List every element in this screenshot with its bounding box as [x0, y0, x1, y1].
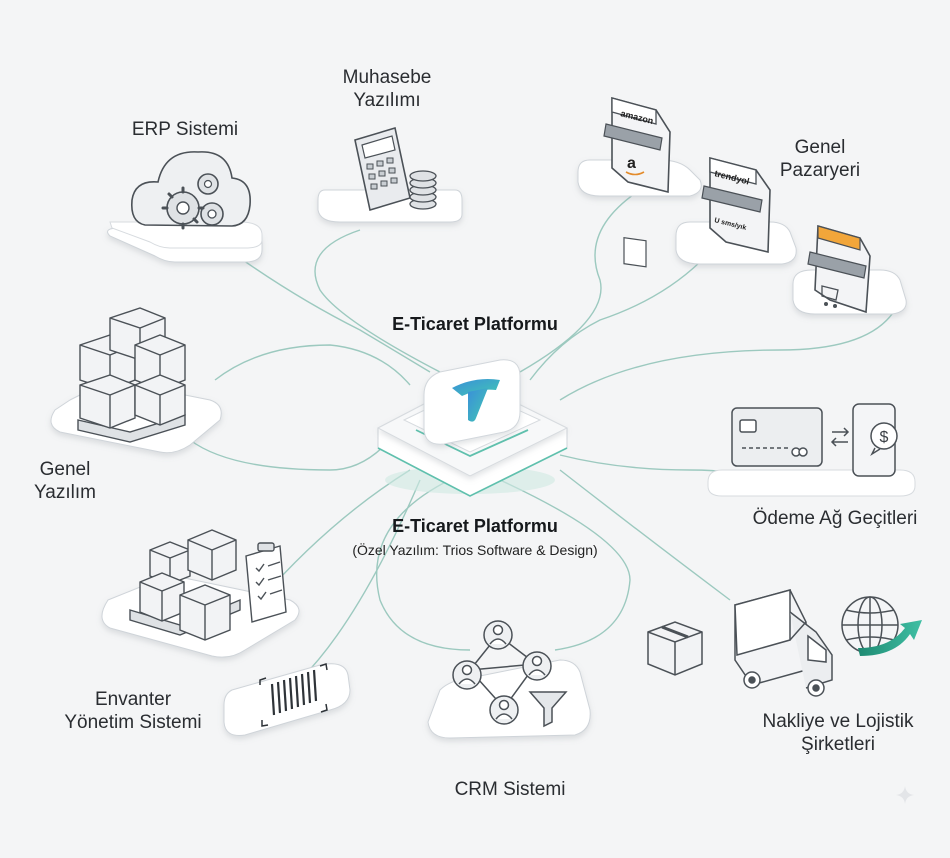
sparkle-icon — [896, 786, 914, 804]
barcode-icon — [259, 663, 328, 727]
accounting-node[interactable] — [317, 126, 463, 223]
currency-symbol: $ — [880, 429, 889, 446]
payment-node[interactable]: $ — [707, 403, 916, 497]
wire-crm — [376, 474, 471, 651]
connection-lines — [189, 189, 901, 681]
erp-node[interactable] — [107, 151, 263, 263]
wire-general-software-2 — [214, 344, 411, 386]
inventory-label: Envanter Yönetim Sistemi — [64, 689, 202, 733]
wire-marketplace-2 — [529, 261, 701, 381]
accounting-label: Muhasebe Yazılımı — [342, 67, 432, 111]
logistics-label: Nakliye ve Lojistik Şirketleri — [762, 711, 914, 755]
people-network-icon — [452, 620, 568, 728]
erp-label: ERP Sistemi — [131, 119, 239, 140]
hub-platform[interactable] — [376, 359, 569, 497]
truck-globe-icon — [647, 589, 899, 697]
cloud-gears-icon — [130, 151, 251, 230]
storefront-icon — [807, 224, 871, 314]
calculator-coins-icon — [354, 126, 437, 212]
hub-subtitle: (Özel Yazılım: Trios Software & Design) — [352, 542, 598, 558]
trios-logo-icon — [452, 379, 500, 422]
wire-general-software — [189, 439, 386, 471]
wire-erp — [239, 257, 431, 373]
logistics-node[interactable] — [647, 589, 922, 697]
crm-node[interactable] — [427, 620, 591, 739]
storefront-icon — [701, 156, 771, 254]
wire-crm-2 — [499, 479, 631, 651]
general-software-node[interactable] — [50, 307, 222, 454]
marketplace-node[interactable]: amazon a trendyol U sms/yık — [577, 96, 907, 315]
wire-inventory-scan — [299, 479, 421, 681]
marketplace-label: Genel Pazaryeri — [779, 137, 861, 181]
wire-logistics — [559, 469, 731, 601]
wire-accounting — [314, 229, 441, 373]
hub-title: E-Ticaret Platformu — [392, 516, 558, 536]
inventory-clipboard-icon — [129, 529, 287, 641]
amazon-mark: a — [627, 155, 636, 172]
shipping-arrow-icon — [858, 620, 922, 656]
wire-marketplace-3 — [559, 299, 901, 401]
boxes-pallet-icon — [77, 307, 186, 443]
hub-title-top: E-Ticaret Platformu — [392, 314, 558, 334]
inventory-node[interactable] — [101, 529, 351, 736]
card-phone-icon — [731, 403, 898, 477]
storefront-icon — [603, 96, 671, 268]
payment-label: Ödeme Ağ Geçitleri — [752, 508, 918, 529]
crm-label: CRM Sistemi — [454, 779, 566, 800]
wire-marketplace-1 — [519, 189, 641, 373]
general-software-label: Genel Yazılım — [34, 459, 96, 503]
